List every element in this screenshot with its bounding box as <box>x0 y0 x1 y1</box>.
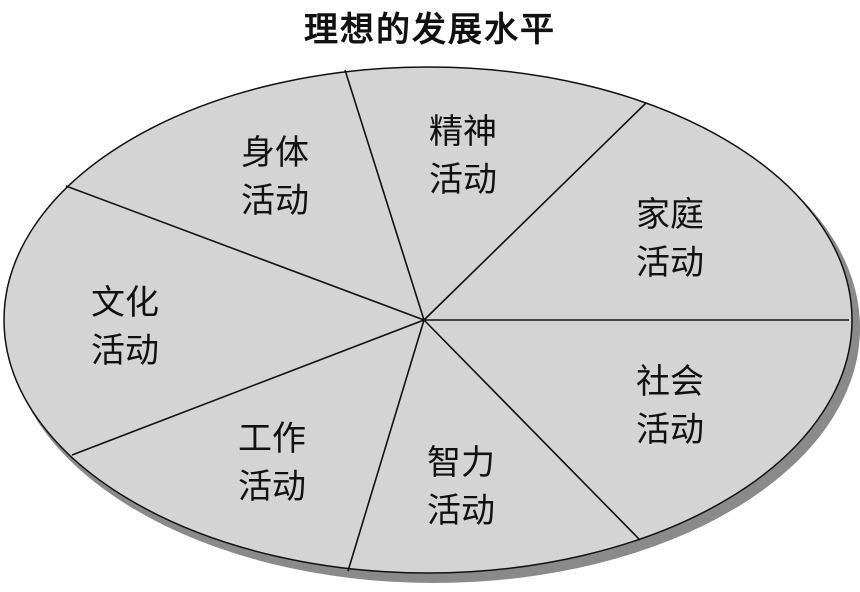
segment-intellect: 智力 活动 <box>427 443 495 531</box>
segment-label-line1: 家庭 <box>636 195 704 235</box>
segment-label-line2: 活动 <box>238 467 306 507</box>
segment-body: 身体 活动 <box>241 133 309 221</box>
segment-dividers <box>65 69 849 572</box>
segment-label-line1: 社会 <box>636 362 704 402</box>
segment-label-line2: 活动 <box>91 331 159 371</box>
divider-line <box>71 319 425 456</box>
segment-label-line2: 活动 <box>636 243 704 283</box>
segment-label-line1: 身体 <box>241 133 309 173</box>
segment-label-line2: 活动 <box>429 160 497 200</box>
segment-family: 家庭 活动 <box>636 195 704 283</box>
divider-line <box>423 319 641 541</box>
divider-line <box>347 319 425 572</box>
segment-spirit: 精神 活动 <box>429 112 497 200</box>
segment-work: 工作 活动 <box>238 419 306 507</box>
divider-line <box>344 69 425 321</box>
segment-culture: 文化 活动 <box>91 283 159 371</box>
divider-line <box>65 185 425 321</box>
segment-label-line2: 活动 <box>241 181 309 221</box>
segment-label-line1: 工作 <box>238 419 306 459</box>
segment-label-line2: 活动 <box>636 410 704 450</box>
diagram-title: 理想的发展水平 <box>304 10 556 50</box>
segment-label-line2: 活动 <box>427 491 495 531</box>
divider-line <box>423 102 647 321</box>
segment-social: 社会 活动 <box>636 362 704 450</box>
segment-label-line1: 文化 <box>91 283 159 323</box>
segment-label-line1: 智力 <box>427 443 495 483</box>
segment-label-line1: 精神 <box>429 112 497 152</box>
